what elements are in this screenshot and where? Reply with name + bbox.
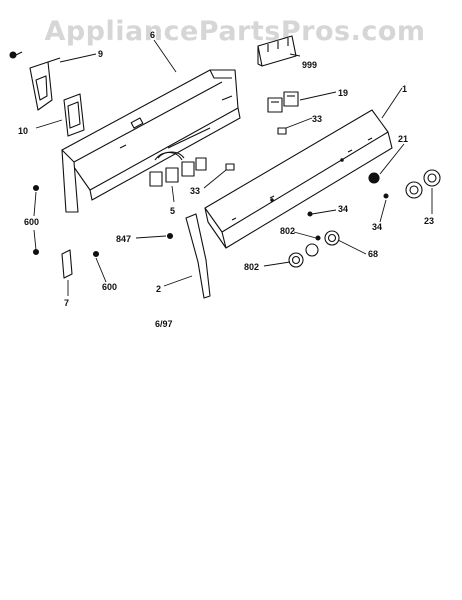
callout-33-lower: 33 [190, 186, 200, 196]
switch-part [267, 91, 299, 113]
callout-10: 10 [18, 126, 28, 136]
callout-9: 9 [98, 49, 103, 59]
callout-847: 847 [116, 234, 131, 244]
callout-23: 23 [424, 216, 434, 226]
knob-part [288, 169, 441, 268]
callout-68: 68 [368, 249, 378, 259]
leader-lines [33, 39, 433, 296]
clip-part [225, 163, 235, 171]
callout-600-right: 600 [102, 282, 117, 292]
terminal-block-part [257, 35, 297, 67]
clip-part [277, 127, 287, 135]
date-code: 6/97 [155, 319, 173, 329]
screw-part [166, 193, 389, 241]
side-bracket-part [29, 57, 61, 111]
callout-2: 2 [156, 284, 161, 294]
callout-21: 21 [398, 134, 408, 144]
callout-999: 999 [302, 60, 317, 70]
backguard-part [61, 69, 241, 213]
callout-5: 5 [170, 206, 175, 216]
end-cap-part [63, 93, 85, 137]
callout-19: 19 [338, 88, 348, 98]
control-panel-part [204, 109, 393, 249]
callout-6: 6 [150, 30, 155, 40]
lower-bracket-part [32, 184, 100, 279]
callout-33-upper: 33 [312, 114, 322, 124]
callout-802-upper: 802 [280, 226, 295, 236]
screw-part [9, 51, 23, 59]
callout-7: 7 [64, 298, 69, 308]
callout-802-lower: 802 [244, 262, 259, 272]
callout-600-left: 600 [24, 217, 39, 227]
panel-bracket-part [185, 213, 211, 299]
callout-34-right: 34 [372, 222, 382, 232]
switch-assembly-part [149, 127, 211, 187]
callout-34-center: 34 [338, 204, 348, 214]
callout-1: 1 [402, 84, 407, 94]
